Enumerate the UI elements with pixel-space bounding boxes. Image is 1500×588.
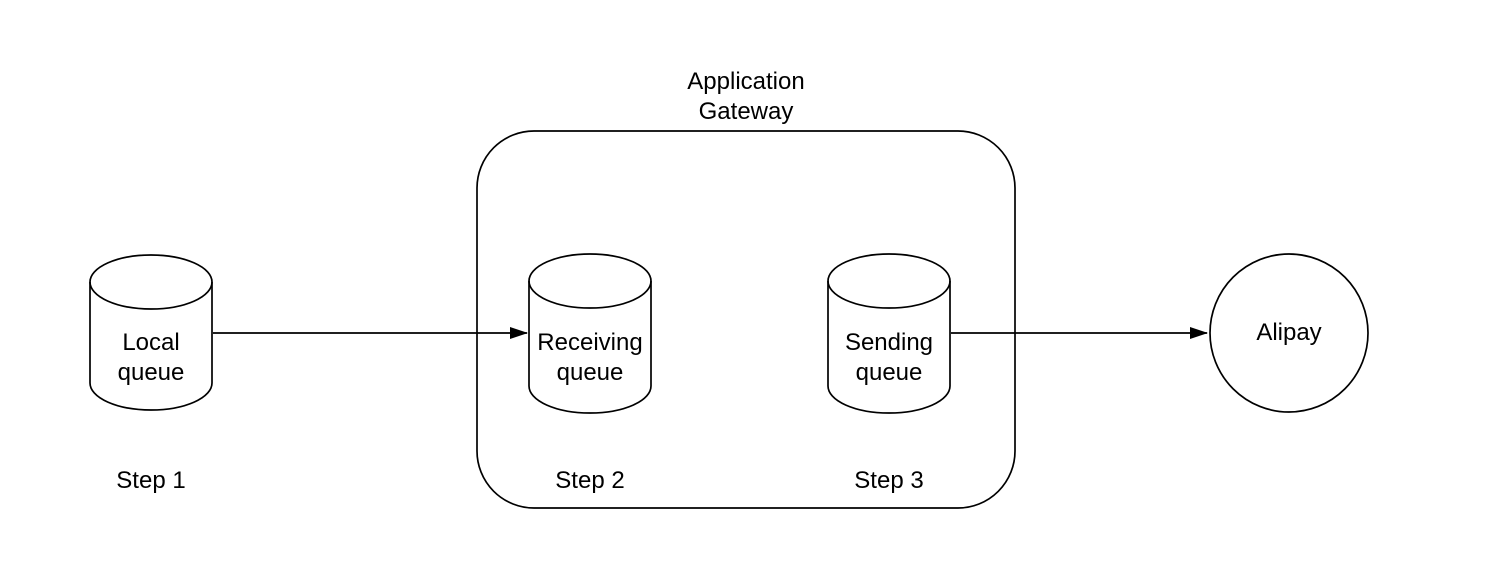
step-2-label: Step 2 xyxy=(490,466,690,496)
local-queue-label: Local queue xyxy=(51,328,251,388)
local-queue-label-line2: queue xyxy=(117,359,185,386)
application-gateway-label-line1: Application xyxy=(687,68,805,95)
alipay-label: Alipay xyxy=(1189,318,1389,348)
sending-queue-label: Sending queue xyxy=(789,328,989,388)
step-3-label: Step 3 xyxy=(789,466,989,496)
alipay-label-text: Alipay xyxy=(1256,319,1322,346)
application-gateway-box xyxy=(476,130,1016,509)
alipay-circle xyxy=(1209,253,1369,413)
step-1-label: Step 1 xyxy=(51,466,251,496)
step-1-label-text: Step 1 xyxy=(116,467,186,494)
receiving-queue-label-line1: Receiving xyxy=(537,329,643,356)
sending-queue-label-line2: queue xyxy=(855,359,923,386)
application-gateway-label: Application Gateway xyxy=(596,67,896,127)
application-gateway-label-line2: Gateway xyxy=(698,98,794,125)
step-3-label-text: Step 3 xyxy=(854,467,924,494)
receiving-queue-label-line2: queue xyxy=(556,359,624,386)
receiving-queue-cylinder xyxy=(528,253,652,414)
sending-queue-cylinder xyxy=(827,253,951,414)
sending-queue-label-line1: Sending xyxy=(844,329,934,356)
local-queue-label-line1: Local xyxy=(122,329,180,356)
step-2-label-text: Step 2 xyxy=(555,467,625,494)
local-queue-cylinder xyxy=(89,254,213,411)
receiving-queue-label: Receiving queue xyxy=(490,328,690,388)
